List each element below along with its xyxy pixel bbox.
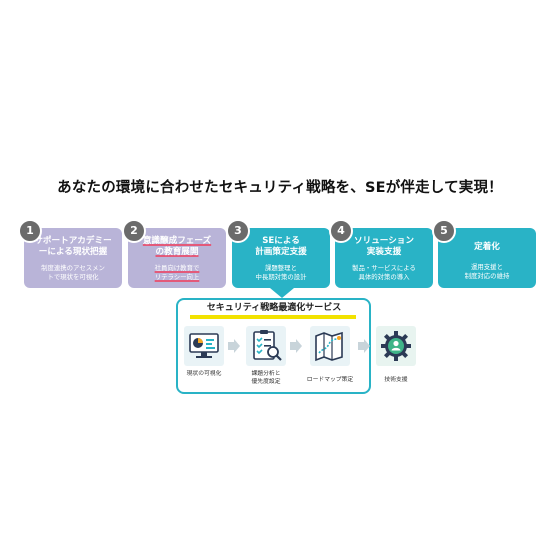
step-4-number-badge: 4: [329, 219, 353, 243]
service-item-2-label: 課題分析と 優先度設定: [251, 371, 281, 385]
service-item-3-label: ロードマップ策定: [306, 377, 354, 383]
step-2-card: 2 意識醸成フェーズ の教育展開 社員向け教育で リテラシー向上: [122, 219, 226, 288]
tech-label: 技術支援: [384, 377, 408, 383]
step-5-card: 5 定着化 運用支援と 制度対応の維持: [432, 219, 536, 288]
step-5-desc: 運用支援と 制度対応の維持: [464, 263, 510, 280]
step-1-desc: 制度連携のアセスメン トで現状を可視化: [41, 264, 105, 281]
service-title-highlight: [190, 315, 356, 319]
step-5-title: 定着化: [474, 242, 500, 252]
service-item-1-label: 現状の可視化: [186, 371, 222, 377]
connector-triangle: [270, 288, 294, 298]
step-1-title: サポートアカデミー ーによる現状把握: [34, 236, 112, 257]
step-2-desc: 社員向け教育で リテラシー向上: [154, 264, 200, 281]
step-2-number-badge: 2: [122, 219, 146, 243]
checklist-magnifier-icon: [246, 326, 286, 366]
service-title: セキュリティ戦略最適化サービス: [206, 303, 342, 313]
roadmap-map-icon: [310, 326, 350, 366]
step-3-card: 3 SEによる 計画策定支援 課題整理と 中長期対策の設計: [226, 219, 330, 288]
step-3-desc: 課題整理と 中長期対策の設計: [255, 264, 307, 281]
step-3-title: SEによる 計画策定支援: [255, 236, 307, 257]
step-3-number-badge: 3: [226, 219, 250, 243]
step-5-number-badge: 5: [432, 219, 456, 243]
step-1-number-badge: 1: [18, 219, 42, 243]
flow-arrow-2-icon: [290, 339, 302, 353]
gear-person-icon: [376, 326, 416, 366]
flow-arrow-1-icon: [228, 339, 240, 353]
step-2-title: 意識醸成フェーズ の教育展開: [142, 236, 212, 257]
step-4-desc: 製品・サービスによる 具体的対策の導入: [352, 264, 416, 281]
step-4-title: ソリューション 実装支援: [354, 236, 414, 257]
step-1-card: 1 サポートアカデミー ーによる現状把握 制度連携のアセスメン トで現状を可視化: [18, 219, 122, 288]
dashboard-monitor-icon: [184, 326, 224, 366]
step-4-card: 4 ソリューション 実装支援 製品・サービスによる 具体的対策の導入: [329, 219, 433, 288]
flow-arrow-3-icon: [358, 339, 370, 353]
headline: あなたの環境に合わせたセキュリティ戦略を、SEが伴走して実現！: [57, 180, 503, 196]
